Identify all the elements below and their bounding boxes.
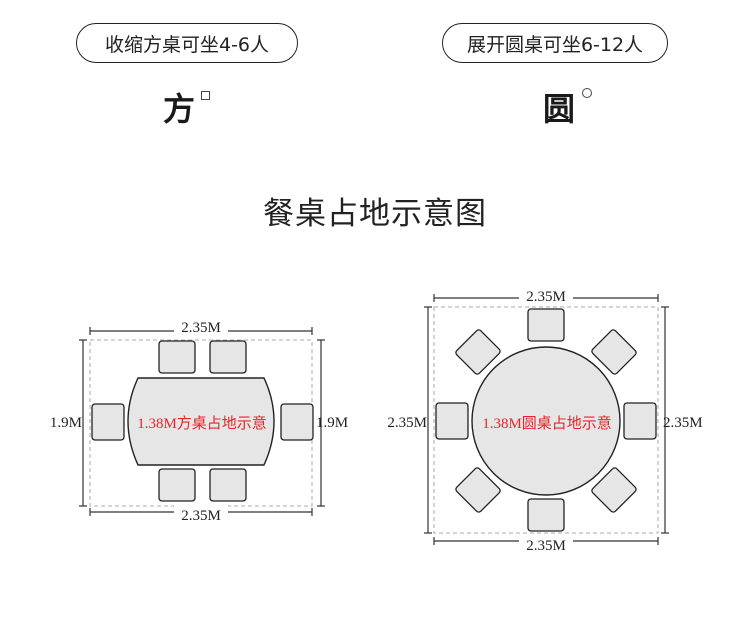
round-bottom-dimension: 2.35M	[526, 538, 566, 554]
round-chair-left	[435, 402, 469, 440]
diagram-title: 餐桌占地示意图	[263, 196, 487, 232]
chair-left	[91, 403, 125, 441]
round-table-top	[471, 346, 621, 496]
square-heading: 方	[163, 90, 196, 128]
square-table-diagram: 2.35M 2.35M 1.9M 1.9M 1.38M方桌占地示意	[50, 318, 348, 524]
square-right-dimension: 1.9M	[316, 415, 348, 431]
round-chair-bottom	[527, 498, 565, 532]
round-table-diagram: 2.35M 2.35M 2.35M 2.35M 1.38M圆桌占地示意	[387, 286, 703, 554]
round-chair-top	[527, 308, 565, 342]
square-left-dimension: 1.9M	[50, 415, 82, 431]
round-top-dimension: 2.35M	[526, 289, 566, 305]
square-table-label: 1.38M方桌占地示意	[137, 414, 267, 432]
square-table-top	[127, 377, 275, 466]
circle-mark-icon	[582, 88, 592, 98]
round-chair-top-right	[591, 329, 637, 375]
round-right-dimension: 2.35M	[663, 415, 703, 431]
chair-right	[280, 403, 314, 441]
square-top-dimension: 2.35M	[181, 320, 221, 336]
square-bottom-dimension: 2.35M	[181, 508, 221, 524]
chair-top-right	[209, 340, 247, 374]
round-chair-right	[623, 402, 657, 440]
round-left-dimension: 2.35M	[387, 415, 427, 431]
round-footprint-dashed-box	[433, 306, 659, 534]
round-heading: 圆	[543, 90, 576, 128]
round-table-capacity-pill: 展开圆桌可坐6-12人	[442, 23, 668, 63]
round-table-label: 1.38M圆桌占地示意	[482, 414, 612, 432]
round-chair-bottom-left	[455, 467, 501, 513]
chair-top-left	[158, 340, 196, 374]
round-chair-top-left	[455, 329, 501, 375]
square-table-capacity-pill: 收缩方桌可坐4-6人	[76, 23, 298, 63]
chair-bottom-left	[158, 468, 196, 502]
square-mark-icon	[201, 91, 210, 100]
round-chair-bottom-right	[591, 467, 637, 513]
chair-bottom-right	[209, 468, 247, 502]
